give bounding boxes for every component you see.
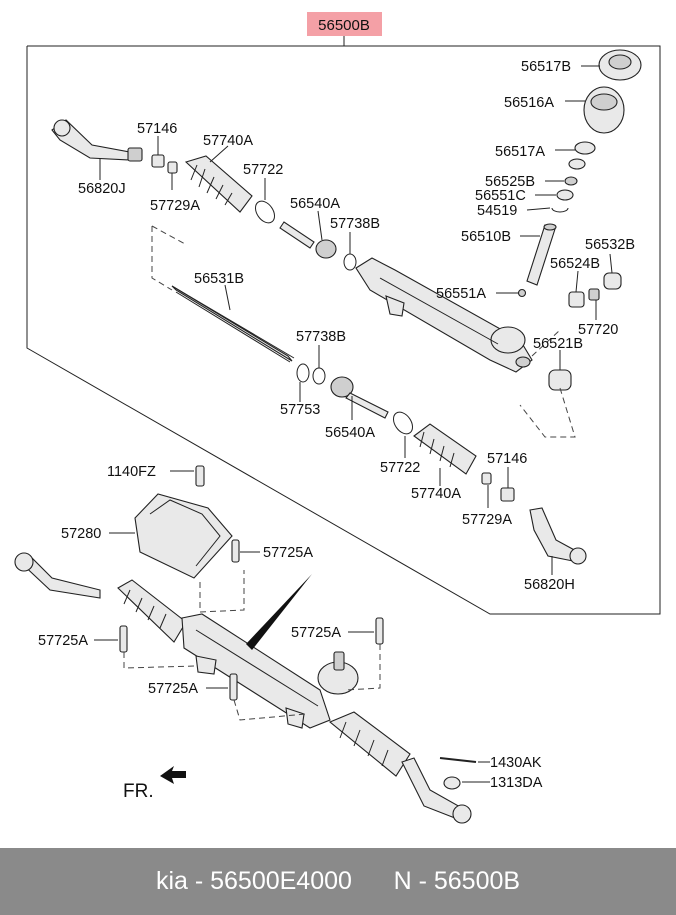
part-1140FZ-bolt <box>195 465 205 487</box>
label-57753[interactable]: 57753 <box>280 402 320 418</box>
part-main-housing <box>181 613 331 729</box>
label-56531B[interactable]: 56531B <box>194 271 244 287</box>
part-57725A-bolt-d <box>229 673 238 701</box>
part-56551C-washer <box>556 189 574 201</box>
label-1140FZ[interactable]: 1140FZ <box>107 464 156 480</box>
label-57725A-a[interactable]: 57725A <box>263 545 313 561</box>
label-56820J[interactable]: 56820J <box>78 181 126 197</box>
label-57146-top[interactable]: 57146 <box>137 121 177 137</box>
part-57722-clamp-mid <box>392 411 414 435</box>
pointer-wedge <box>246 574 312 650</box>
assembly-label[interactable]: 56500B <box>318 17 370 34</box>
label-56540A-mid[interactable]: 56540A <box>325 425 375 441</box>
label-1313DA[interactable]: 1313DA <box>490 775 543 791</box>
part-57146-locknut-top <box>151 154 165 168</box>
part-1313DA-nut <box>443 776 461 790</box>
part-56532B-plug <box>603 272 622 290</box>
part-57729A-clip-top <box>167 161 178 174</box>
front-label: FR. <box>123 781 154 802</box>
part-56540A-inner-joint-mid <box>330 376 354 398</box>
label-57740A-mid[interactable]: 57740A <box>411 486 461 502</box>
label-56551A[interactable]: 56551A <box>436 286 486 302</box>
label-56517B[interactable]: 56517B <box>521 59 571 75</box>
part-56521B-bushing <box>548 369 572 391</box>
label-57725A-c[interactable]: 57725A <box>291 625 341 641</box>
part-57740A-boot-top <box>184 155 253 213</box>
label-56532B[interactable]: 56532B <box>585 237 635 253</box>
part-57753-ring <box>296 363 310 383</box>
label-56521B[interactable]: 56521B <box>533 336 583 352</box>
label-56525B[interactable]: 56525B <box>485 174 535 190</box>
part-housing <box>355 257 533 373</box>
part-57720-spring <box>588 288 600 301</box>
label-57738B-top[interactable]: 57738B <box>330 216 380 232</box>
label-57722-mid[interactable]: 57722 <box>380 460 420 476</box>
label-57725A-d[interactable]: 57725A <box>148 681 198 697</box>
label-1430AK[interactable]: 1430AK <box>490 755 542 771</box>
part-56525B-seal <box>564 176 578 186</box>
assembly-outline <box>26 45 661 615</box>
part-56551A-nut <box>517 288 527 298</box>
label-56510B[interactable]: 56510B <box>461 229 511 245</box>
part-57146-locknut-mid <box>500 487 515 502</box>
footer-text: kia - 56500E4000 N - 56500B <box>155 867 521 895</box>
part-54519-snap-ring <box>551 207 569 213</box>
label-57146-mid[interactable]: 57146 <box>487 451 527 467</box>
part-56540A-inner-joint-top <box>279 221 315 249</box>
part-1430AK-cotter-pin <box>439 757 477 763</box>
assembly-label-highlight <box>307 12 382 36</box>
part-56517A-ring <box>574 141 596 155</box>
label-56540A-top[interactable]: 56540A <box>290 196 340 212</box>
part-56524B-yoke <box>568 291 585 308</box>
part-57722-clamp-top <box>254 200 276 224</box>
part-57738B-ring-mid <box>312 367 326 385</box>
label-57725A-b[interactable]: 57725A <box>38 633 88 649</box>
label-56517A[interactable]: 56517A <box>495 144 545 160</box>
label-57280[interactable]: 57280 <box>61 526 101 542</box>
part-57729A-clip-mid <box>481 472 492 485</box>
label-56524B[interactable]: 56524B <box>550 256 600 272</box>
footer-bar: kia - 56500E4000 N - 56500B <box>0 848 676 915</box>
part-57280-heat-shield <box>134 493 233 579</box>
part-56510B-pinion <box>526 224 556 286</box>
label-56551C[interactable]: 56551C <box>475 188 526 204</box>
part-57738B-ring-top <box>343 253 357 271</box>
part-57725A-bolt-a <box>231 539 240 563</box>
label-57720[interactable]: 57720 <box>578 322 618 338</box>
label-57729A-mid[interactable]: 57729A <box>462 512 512 528</box>
part-57740A-boot-mid <box>413 423 477 475</box>
label-56820H[interactable]: 56820H <box>524 577 575 593</box>
part-57725A-bolt-b <box>119 625 128 653</box>
label-56516A[interactable]: 56516A <box>504 95 554 111</box>
part-56531B-rack-bar <box>171 285 293 362</box>
parts-diagram: 56500B <box>14 12 661 824</box>
label-57722-top[interactable]: 57722 <box>243 162 283 178</box>
label-57738B-mid[interactable]: 57738B <box>296 329 346 345</box>
label-54519[interactable]: 54519 <box>477 203 517 219</box>
part-boot-lower-right <box>328 711 411 777</box>
part-57725A-bolt-c <box>375 617 384 645</box>
label-57740A-top[interactable]: 57740A <box>203 133 253 149</box>
label-57729A-top[interactable]: 57729A <box>150 198 200 214</box>
front-arrow-icon <box>160 766 186 784</box>
